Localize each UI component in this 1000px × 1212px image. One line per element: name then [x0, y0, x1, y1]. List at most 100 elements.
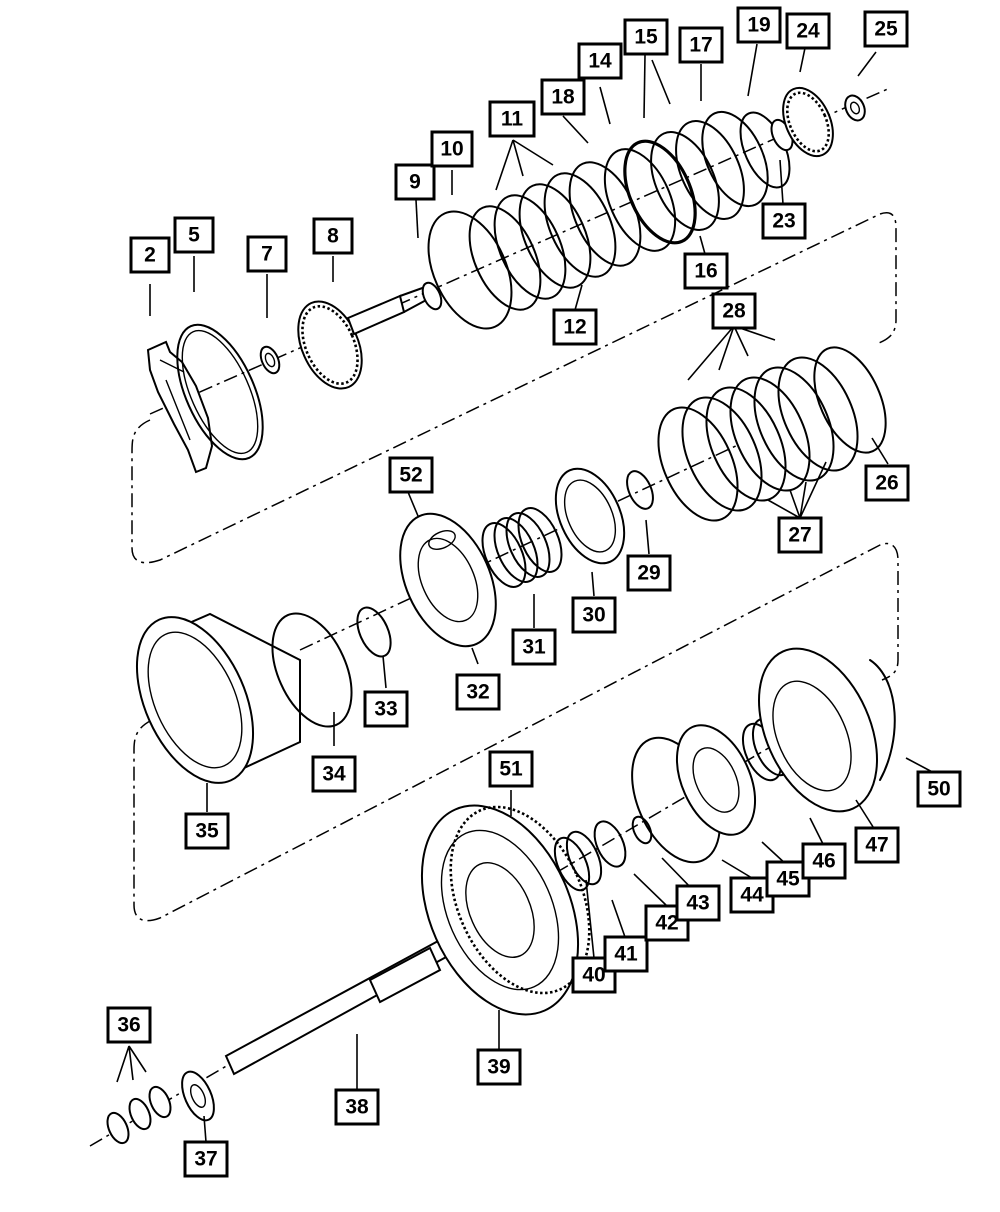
callout-38: 38: [334, 1088, 380, 1126]
callout-32-text: 32: [466, 681, 489, 704]
parts-11-12-clutch-pack: [468, 161, 642, 311]
callout-8: 8: [312, 217, 354, 255]
callout-16: 16: [683, 252, 729, 290]
callout-32: 32: [455, 673, 501, 711]
callout-17: 17: [678, 26, 724, 64]
callout-24: 24: [785, 12, 831, 50]
part-47-housing: [758, 647, 878, 813]
part-35-housing: [135, 612, 301, 784]
callout-46-text: 46: [812, 850, 835, 873]
leader-lines: [116, 43, 939, 1143]
callout-2-text: 2: [144, 244, 156, 267]
callout-52: 52: [388, 456, 434, 494]
callout-25: 25: [863, 10, 909, 48]
callout-50-text: 50: [927, 778, 950, 801]
part-39-drum: [420, 804, 591, 1016]
part-2-retainer: [146, 340, 214, 474]
callout-45-text: 45: [776, 868, 800, 891]
callout-25-text: 25: [874, 18, 898, 41]
callout-12-text: 12: [563, 316, 586, 339]
callout-40-text: 40: [582, 964, 605, 987]
callout-23-text: 23: [772, 210, 795, 233]
callout-31: 31: [511, 628, 557, 666]
callout-35-text: 35: [195, 820, 219, 843]
callout-26: 26: [864, 464, 910, 502]
part-24-gear: [782, 86, 834, 158]
part-5-snap-ring: [176, 323, 264, 461]
part-8-shaft-gear: [297, 285, 431, 390]
callout-11-text: 11: [501, 108, 524, 131]
callout-28-text: 28: [722, 300, 746, 323]
callout-7-text: 7: [261, 243, 273, 266]
callout-42-text: 42: [655, 912, 678, 935]
callout-23: 23: [761, 202, 807, 240]
callout-35: 35: [184, 812, 230, 850]
callout-28: 28: [711, 292, 757, 330]
callout-34: 34: [311, 755, 357, 793]
callout-12: 12: [552, 308, 598, 346]
callout-46: 46: [801, 842, 847, 880]
parts-26-28-clutch-pack: [657, 346, 887, 522]
part-30-retainer: [554, 467, 626, 565]
callout-24-text: 24: [796, 20, 820, 43]
callout-18-text: 18: [551, 86, 575, 109]
callout-27-text: 27: [788, 524, 811, 547]
part-7-washer: [259, 345, 281, 375]
callout-29-text: 29: [637, 562, 660, 585]
callout-41: 41: [603, 935, 649, 973]
callout-43: 43: [675, 884, 721, 922]
part-10-ring: [427, 210, 513, 330]
part-33-snap-ring: [356, 606, 392, 658]
part-9-snap-ring: [421, 281, 443, 311]
callout-17-text: 17: [689, 34, 712, 57]
callout-7: 7: [246, 235, 288, 273]
callout-11: 11: [488, 100, 536, 138]
callout-41-text: 41: [614, 943, 638, 966]
callout-36-text: 36: [117, 1014, 140, 1037]
part-36-washers: [106, 1085, 172, 1145]
part-34-seal-ring: [271, 612, 353, 728]
callout-31-text: 31: [522, 636, 546, 659]
callout-14-text: 14: [588, 50, 612, 73]
callout-36: 36: [106, 1006, 152, 1044]
part-45-plate: [675, 724, 757, 836]
part-52-seal: [428, 530, 456, 550]
callout-29: 29: [626, 554, 672, 592]
callout-19: 19: [736, 6, 782, 44]
callout-2: 2: [129, 236, 171, 274]
part-31-spring: [481, 507, 563, 588]
callout-47-text: 47: [865, 834, 888, 857]
callout-47: 47: [854, 826, 900, 864]
callout-15-text: 15: [634, 26, 658, 49]
callout-51-text: 51: [499, 758, 523, 781]
callout-39: 39: [476, 1048, 522, 1086]
callout-33: 33: [363, 690, 409, 728]
callout-37: 37: [183, 1140, 229, 1178]
callout-9-text: 9: [409, 171, 421, 194]
part-29-snap-ring: [626, 470, 654, 510]
callout-52-text: 52: [399, 464, 422, 487]
callout-19-text: 19: [747, 14, 770, 37]
callout-44-text: 44: [740, 884, 764, 907]
callout-34-text: 34: [322, 763, 346, 786]
part-25-washer: [844, 94, 866, 122]
callout-5-text: 5: [188, 224, 200, 247]
callout-43-text: 43: [686, 892, 709, 915]
part-50-ring: [869, 659, 896, 781]
callout-30-text: 30: [582, 604, 605, 627]
callout-9: 9: [394, 163, 436, 201]
parts-14-18-clutch-pack: [603, 110, 769, 252]
callout-14: 14: [577, 42, 623, 80]
callout-38-text: 38: [345, 1096, 369, 1119]
callout-50: 50: [916, 770, 962, 808]
callout-37-text: 37: [194, 1148, 217, 1171]
callout-27: 27: [777, 516, 823, 554]
callout-5: 5: [173, 216, 215, 254]
callout-30: 30: [571, 596, 617, 634]
callout-10-text: 10: [440, 138, 463, 161]
callout-33-text: 33: [374, 698, 397, 721]
callout-16-text: 16: [694, 260, 717, 283]
part-38-output-shaft: [224, 938, 450, 1076]
